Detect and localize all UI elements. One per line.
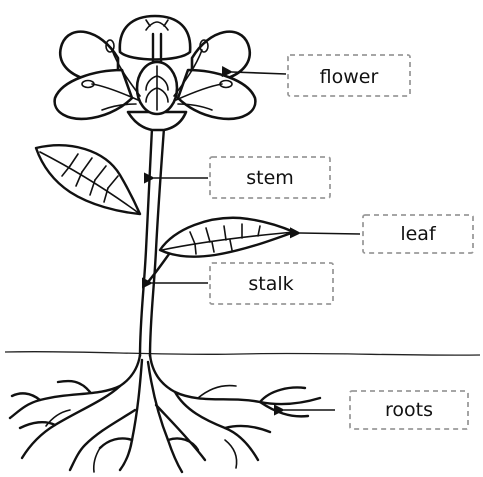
leaf-label: leaf <box>300 215 473 253</box>
stalk-label: stalk <box>152 263 333 304</box>
stem-label: stem <box>154 157 330 198</box>
flower-drawing <box>55 16 256 130</box>
stalk-label-text: stalk <box>248 273 293 295</box>
flower-label: flower <box>232 55 410 96</box>
leaf-pointer-arrow <box>300 233 360 234</box>
flower-label-text: flower <box>320 66 379 88</box>
roots-drawing <box>10 355 320 472</box>
stem-drawing <box>140 128 164 356</box>
flower-pointer-arrow <box>232 72 286 74</box>
stem-label-text: stem <box>246 167 294 189</box>
left-leaf-drawing <box>36 145 140 214</box>
ground-line <box>5 352 480 356</box>
leaf-label-text: leaf <box>400 223 437 245</box>
roots-label-text: roots <box>385 399 433 421</box>
roots-label: roots <box>284 391 468 429</box>
